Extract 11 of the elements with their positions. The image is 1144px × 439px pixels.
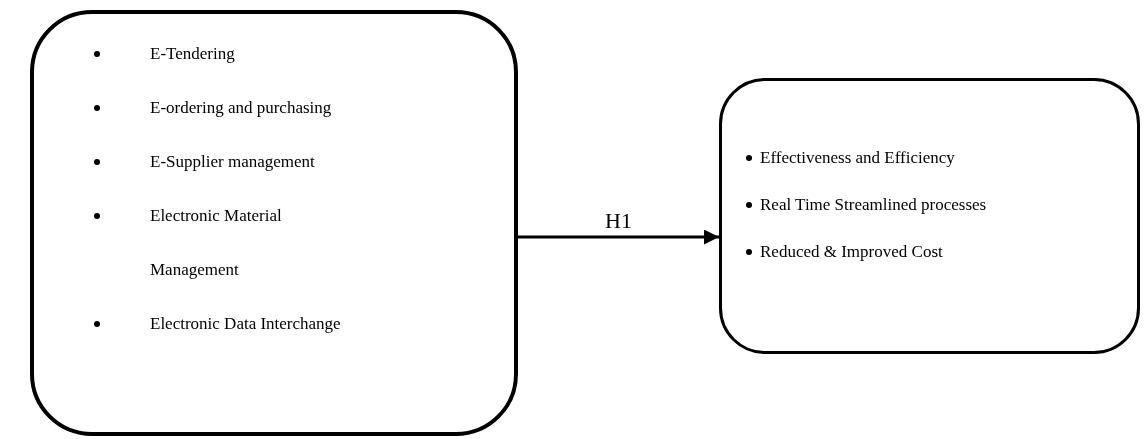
list-item: E-ordering and purchasing <box>150 97 333 119</box>
list-item: E-Supplier management <box>150 151 316 173</box>
arrow <box>518 229 719 245</box>
list-item: Electronic Material Management <box>150 205 283 281</box>
list-item: E-Tendering <box>150 43 236 65</box>
rounded-box <box>30 10 518 436</box>
list-item: Effectiveness and Efficiency <box>760 147 956 169</box>
list-item: Real Time Streamlined processes <box>760 194 988 216</box>
list-item: Reduced & Improved Cost <box>760 241 944 263</box>
rounded-box <box>719 78 1140 354</box>
list-item: Electronic Data Interchange <box>150 313 342 335</box>
